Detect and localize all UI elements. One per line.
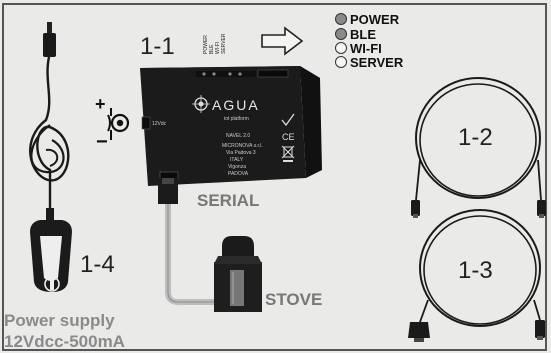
top-led-name-2: WI-FI	[215, 42, 221, 54]
device-address-2: ITALY	[230, 157, 244, 163]
device-region: PADOVA	[228, 171, 249, 177]
device-brand-tagline: iot platform	[224, 116, 249, 122]
led-legend-dot-2	[335, 42, 347, 54]
minus-sign: −	[96, 131, 108, 153]
serial-connector-tip	[162, 178, 174, 184]
led-legend-label-0: POWER	[350, 12, 400, 27]
device-right-side	[300, 66, 322, 178]
barrel-plug-tip	[47, 22, 52, 34]
power-supply-line2: 12Vdcc-500mA	[4, 332, 125, 351]
polarity-symbol: + −	[95, 94, 130, 153]
led-legend-arrow	[261, 26, 304, 56]
stove-connector	[214, 236, 262, 312]
serial-connector	[158, 178, 178, 204]
cable-loop-a	[411, 77, 546, 218]
device-body: 12Vdc AGUA iot platform NAVEL 2.0 MICRON…	[140, 66, 322, 186]
power-supply-line1: Power supply	[4, 311, 115, 330]
device-front-face	[140, 66, 306, 186]
device-port-top	[257, 69, 289, 78]
polarity-dot-inner	[116, 119, 124, 127]
stove-connector-head	[222, 236, 254, 258]
serial-cable	[158, 178, 222, 305]
cable-b-left-plug-pin	[414, 338, 424, 342]
device-brand-name: AGUA	[212, 97, 260, 113]
cable-a-left-plug	[411, 200, 420, 216]
polarity-dot-outer	[110, 113, 130, 133]
device-label: 1-1	[140, 33, 175, 60]
led-legend-label-2: WI-FI	[350, 41, 382, 56]
check-mark-icon	[281, 113, 295, 127]
device-model: NAVEL 2.0	[226, 133, 250, 139]
plus-sign: +	[95, 94, 106, 114]
led-legend: POWER BLE WI-FI SERVER	[335, 12, 404, 70]
device-led-2	[228, 72, 232, 76]
serial-label: SERIAL	[197, 191, 259, 210]
wall-plug-neck	[46, 208, 54, 222]
cable-a-loop-inner	[419, 83, 537, 197]
device-maker: MICRONOVA s.r.l.	[222, 143, 263, 149]
cable-loop-b	[408, 209, 545, 342]
ce-mark-icon: CE	[282, 132, 295, 142]
led-legend-dot-3	[335, 56, 347, 68]
cable-a-left-tail	[415, 159, 421, 201]
cable-b-right-plug	[535, 320, 545, 338]
adapter-cable-loop2	[45, 148, 59, 167]
cable-b-right-plug-tip	[537, 336, 543, 340]
cable-a-right-plug	[537, 200, 546, 216]
stove-connector-slot	[230, 270, 244, 306]
wall-plug-circle	[44, 276, 60, 292]
stove-cable-edge	[167, 204, 222, 303]
device-led-3	[238, 72, 242, 76]
led-legend-dot-1	[335, 28, 347, 40]
adapter-cable-loop	[30, 124, 65, 174]
barrel-plug-body	[43, 33, 56, 57]
weee-bin-icon	[281, 145, 295, 162]
cable-b-right-tail	[533, 299, 541, 321]
device-country: Vigonza	[228, 164, 246, 170]
cable-b-loop-inner	[423, 215, 537, 325]
led-legend-label-3: SERVER	[350, 55, 404, 70]
power-plug-label: 1-4	[80, 251, 115, 278]
device-led-0	[202, 72, 206, 76]
cable-b-loop-outer	[419, 209, 541, 327]
frame	[2, 3, 547, 351]
polarity-arc	[107, 114, 111, 132]
top-led-name-1: BLE	[209, 44, 215, 54]
power-adapter	[29, 22, 72, 292]
top-led-name-3: SERVER	[221, 33, 227, 54]
cable-a-left-plug-tip	[413, 214, 418, 218]
led-legend-label-1: BLE	[350, 27, 376, 42]
device-jack-text: 12Vdc	[152, 121, 167, 127]
device-led-strip	[196, 71, 256, 77]
device-power-jack	[141, 116, 151, 130]
led-legend-dot-0	[335, 13, 347, 25]
top-led-name-0: POWER	[203, 35, 209, 54]
cable-a-label: 1-2	[458, 124, 493, 151]
stove-label: STOVE	[265, 290, 322, 309]
device-address-1: Via Padova 3	[226, 150, 256, 156]
cable-a-loop-outer	[415, 77, 541, 199]
agua-logo-icon	[192, 95, 210, 113]
stove-connector-shoulder	[214, 256, 262, 264]
cable-b-left-tail	[419, 299, 429, 323]
cable-a-right-tail	[537, 159, 542, 201]
device-top-led-names: POWER BLE WI-FI SERVER	[203, 33, 227, 54]
cable-a-right-plug-tip	[539, 214, 544, 218]
wall-plug-face	[40, 236, 62, 281]
wall-plug-pin	[50, 279, 54, 290]
cable-b-label: 1-3	[458, 257, 493, 284]
cable-b-left-plug	[408, 322, 430, 338]
device-led-1	[212, 72, 216, 76]
